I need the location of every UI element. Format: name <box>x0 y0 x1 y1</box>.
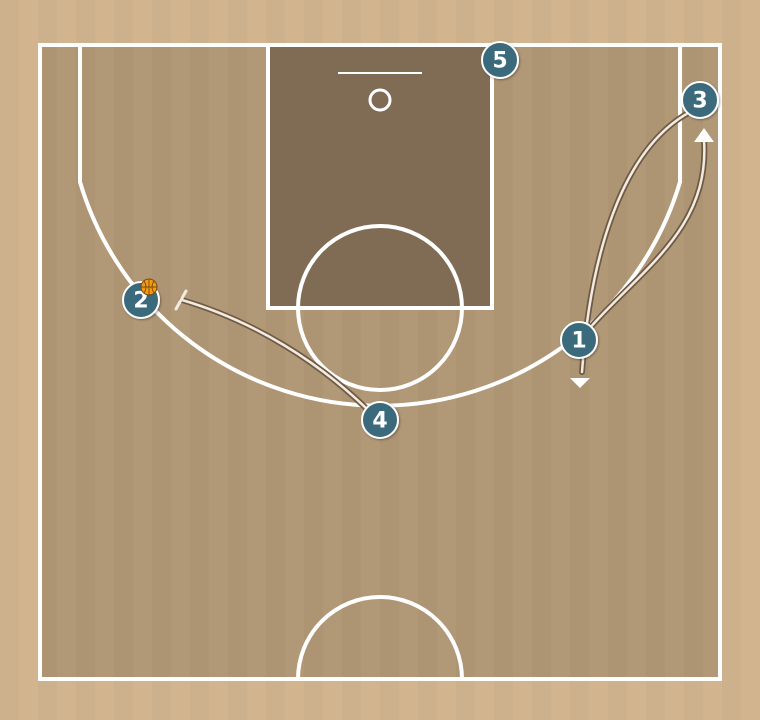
basketball-icon <box>140 278 158 296</box>
arrow-head-icon <box>570 378 590 388</box>
player-marker <box>361 401 399 439</box>
court-lines <box>38 43 722 681</box>
paint-area <box>268 45 492 308</box>
free-throw-circle-bottom <box>296 307 464 392</box>
player-number: 3 <box>692 89 707 114</box>
player-marker <box>681 81 719 119</box>
lane-lines <box>266 43 494 310</box>
player[interactable]: 3 <box>681 81 719 119</box>
player-marker <box>560 321 598 359</box>
player[interactable]: 4 <box>361 401 399 439</box>
player-marker <box>481 41 519 79</box>
cut-path-1 <box>586 138 706 332</box>
player-number: 5 <box>492 49 507 74</box>
player[interactable]: 5 <box>481 41 519 79</box>
hoop-icon <box>368 88 392 112</box>
player-number: 1 <box>571 329 586 354</box>
free-throw-circle <box>296 224 464 309</box>
player[interactable]: 1 <box>560 321 598 359</box>
player-number: 4 <box>372 409 387 434</box>
center-circle <box>296 595 464 680</box>
screen-bar-icon <box>174 289 188 311</box>
player-number: 2 <box>133 289 148 314</box>
arrow-head-icon <box>694 128 714 142</box>
screen-path-4 <box>180 298 380 422</box>
